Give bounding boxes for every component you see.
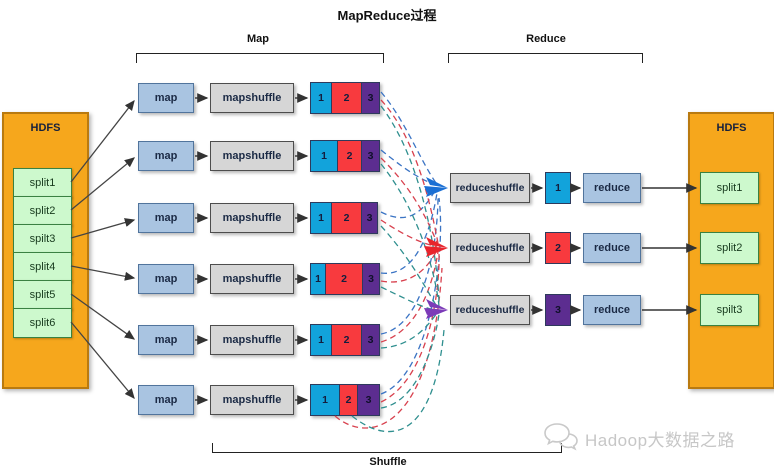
partition-1-box: 1 xyxy=(310,384,340,416)
partition-2-box: 2 xyxy=(332,82,362,114)
partition-1-box: 1 xyxy=(310,324,332,356)
map-bracket xyxy=(136,53,384,63)
partition-group: 1 2 3 xyxy=(310,82,380,114)
partition-1-box: 1 xyxy=(310,140,338,172)
map-box: map xyxy=(138,264,194,294)
split-box: split2 xyxy=(13,196,72,226)
reduce-partition-3-box: 3 xyxy=(545,294,571,326)
map-box: map xyxy=(138,141,194,171)
shuffle-bracket-label: Shuffle xyxy=(369,456,407,468)
mapshuffle-box: mapshuffle xyxy=(210,325,294,355)
watermark: Hadoop大数据之路 xyxy=(543,422,735,454)
reduce-bracket-label: Reduce xyxy=(526,33,566,45)
partition-group: 1 2 3 xyxy=(310,324,380,356)
map-box: map xyxy=(138,203,194,233)
merge-arrowhead-red xyxy=(424,237,448,257)
partition-1-box: 1 xyxy=(310,202,332,234)
partition-3-box: 3 xyxy=(362,140,380,172)
split-box: split4 xyxy=(13,252,72,282)
mapshuffle-box: mapshuffle xyxy=(210,264,294,294)
partition-group: 1 2 3 xyxy=(310,202,378,234)
partition-3-box: 3 xyxy=(358,384,380,416)
split-box: spilt3 xyxy=(13,224,72,254)
reduceshuffle-box: reduceshuffle xyxy=(450,295,530,325)
hdfs-right-title: HDFS xyxy=(716,122,747,134)
partition-2-box: 2 xyxy=(332,324,362,356)
reduce-box: reduce xyxy=(583,295,641,325)
reduce-partition-2-box: 2 xyxy=(545,232,571,264)
reduce-box: reduce xyxy=(583,233,641,263)
partition-2-box: 2 xyxy=(338,140,362,172)
watermark-text: Hadoop大数据之路 xyxy=(585,430,736,450)
mapshuffle-box: mapshuffle xyxy=(210,141,294,171)
split-box: split2 xyxy=(700,232,759,264)
split-box: split1 xyxy=(700,172,759,204)
shuffle-bracket xyxy=(212,443,562,453)
partition-3-box: 3 xyxy=(362,82,380,114)
reduce-bracket xyxy=(448,53,643,63)
split-box: split1 xyxy=(13,168,72,198)
partition-group: 1 2 3 xyxy=(310,263,380,295)
partition-2-box: 2 xyxy=(332,202,362,234)
shuffle-lines-blue xyxy=(380,91,442,395)
split-box: split6 xyxy=(13,308,72,338)
map-box: map xyxy=(138,325,194,355)
reduce-partition-1-box: 1 xyxy=(545,172,571,204)
mapshuffle-box: mapshuffle xyxy=(210,385,294,415)
partition-1-box: 1 xyxy=(310,82,332,114)
map-box: map xyxy=(138,83,194,113)
partition-3-box: 3 xyxy=(362,324,380,356)
reduceshuffle-box: reduceshuffle xyxy=(450,173,530,203)
split-box: spilt3 xyxy=(700,294,759,326)
partition-group: 1 2 3 xyxy=(310,140,380,172)
partition-1-box: 1 xyxy=(310,263,326,295)
merge-arrowhead-purple xyxy=(424,299,448,319)
partition-2-box: 2 xyxy=(340,384,358,416)
partition-group: 1 2 3 xyxy=(310,384,380,416)
reduce-box: reduce xyxy=(583,173,641,203)
mapshuffle-box: mapshuffle xyxy=(210,83,294,113)
page-title: MapReduce过程 xyxy=(337,8,437,23)
merge-arrowhead-blue xyxy=(424,177,448,197)
map-bracket-label: Map xyxy=(247,33,269,45)
partition-3-box: 3 xyxy=(362,202,378,234)
reduceshuffle-box: reduceshuffle xyxy=(450,233,530,263)
mapshuffle-box: mapshuffle xyxy=(210,203,294,233)
map-box: map xyxy=(138,385,194,415)
split-box: split5 xyxy=(13,280,72,310)
partition-3-box: 3 xyxy=(363,263,380,295)
partition-2-box: 2 xyxy=(326,263,363,295)
chat-bubbles-logo xyxy=(544,423,578,451)
hdfs-left-title: HDFS xyxy=(30,122,61,134)
